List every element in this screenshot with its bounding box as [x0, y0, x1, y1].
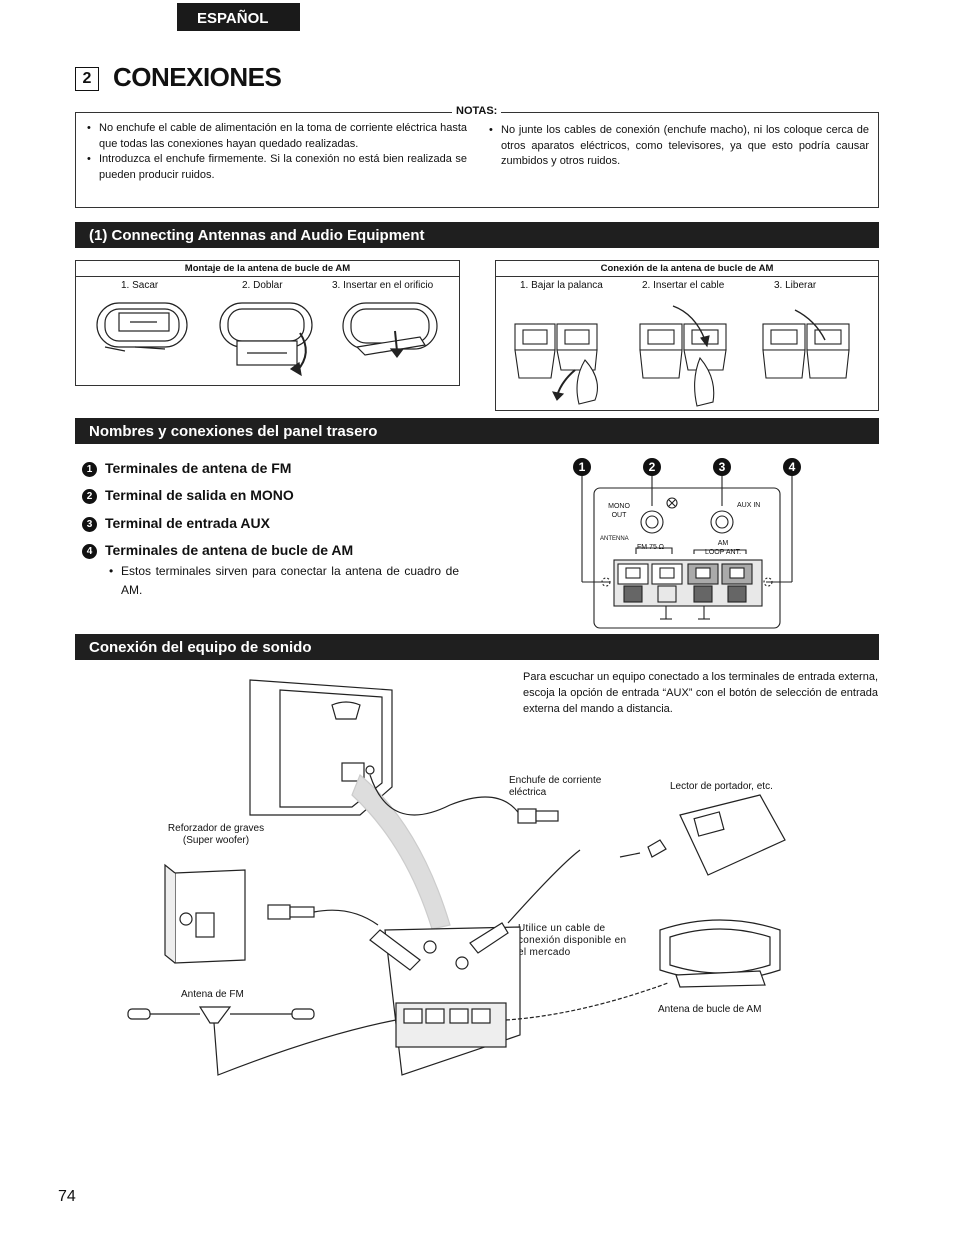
- figure-step: 3. Insertar en el orificio: [332, 280, 434, 291]
- page-number: 74: [58, 1188, 76, 1205]
- page-title: CONEXIONES: [113, 62, 282, 92]
- figure-step: 2. Insertar el cable: [642, 280, 725, 291]
- terminal-item-3: 3 Terminal de entrada AUX: [82, 515, 270, 532]
- note-item: Introduzca el enchufe firmemente. Si la …: [85, 152, 467, 183]
- item-number: 3: [82, 517, 97, 532]
- audio-connection-drawing: [127, 679, 786, 1076]
- note-item: Estos terminales sirven para conectar la…: [107, 562, 459, 600]
- section-bar-audio-equipment: Conexión del equipo de sonido: [75, 634, 879, 660]
- figure-step: 3. Liberar: [774, 280, 817, 291]
- terminal-label: Terminal de entrada AUX: [105, 515, 270, 531]
- note-item: No enchufe el cable de alimentación en l…: [85, 121, 467, 152]
- language-tab: ESPAÑOL: [177, 3, 300, 31]
- terminal-item-4: 4 Terminales de antena de bucle de AM: [82, 542, 353, 559]
- label-am-antenna: Antena de bucle de AM: [658, 1004, 762, 1015]
- panel-callout-1: 1: [573, 458, 591, 476]
- rear-panel-drawing: [581, 476, 793, 629]
- panel-label-aux-in: AUX IN: [737, 502, 761, 509]
- item-number: 2: [82, 489, 97, 504]
- figure-step: 2. Doblar: [242, 280, 283, 291]
- loop-connection-drawing: [514, 305, 850, 407]
- figure-loop-assembly: Montaje de la antena de bucle de AM: [75, 260, 460, 386]
- loop-antenna-assembly-drawing: [96, 302, 438, 377]
- terminal-label: Terminales de antena de bucle de AM: [105, 542, 354, 558]
- terminal-item-2: 2 Terminal de salida en MONO: [82, 487, 294, 504]
- figure-title: Conexión de la antena de bucle de AM: [496, 261, 878, 277]
- terminal-item-1: 1 Terminales de antena de FM: [82, 460, 291, 477]
- notes-right: No junte los cables de conexión (enchufe…: [487, 123, 869, 170]
- terminal-label: Terminales de antena de FM: [105, 460, 292, 476]
- label-fm-antenna: Antena de FM: [181, 989, 244, 1000]
- item-number: 4: [82, 544, 97, 559]
- panel-callout-3: 3: [713, 458, 731, 476]
- aux-intro-text: Para escuchar un equipo conectado a los …: [523, 671, 878, 715]
- panel-label-fm: FM 75 Ω: [637, 544, 665, 551]
- panel-label-antenna: ANTENNA: [600, 536, 629, 542]
- note-item: No junte los cables de conexión (enchufe…: [487, 123, 869, 170]
- section-number: 2: [75, 67, 99, 91]
- figure-title: Montaje de la antena de bucle de AM: [76, 261, 459, 277]
- notes-label: NOTAS:: [452, 105, 502, 117]
- figure-step: 1. Bajar la palanca: [520, 280, 603, 291]
- section-bar-rear-panel: Nombres y conexiones del panel trasero: [75, 418, 879, 444]
- panel-callout-2: 2: [643, 458, 661, 476]
- section-bar-antennas: (1) Connecting Antennas and Audio Equipm…: [75, 222, 879, 248]
- figure-loop-connection: Conexión de la antena de bucle de AM: [495, 260, 879, 411]
- label-portable-player: Lector de portador, etc.: [670, 781, 773, 792]
- label-subwoofer: Reforzador de graves(Super woofer): [167, 823, 265, 846]
- notes-left: No enchufe el cable de alimentación en l…: [85, 121, 467, 183]
- terminal-4-note: Estos terminales sirven para conectar la…: [107, 562, 459, 600]
- panel-callout-4: 4: [783, 458, 801, 476]
- terminal-label: Terminal de salida en MONO: [105, 487, 294, 503]
- item-number: 1: [82, 462, 97, 477]
- figure-step: 1. Sacar: [121, 280, 159, 291]
